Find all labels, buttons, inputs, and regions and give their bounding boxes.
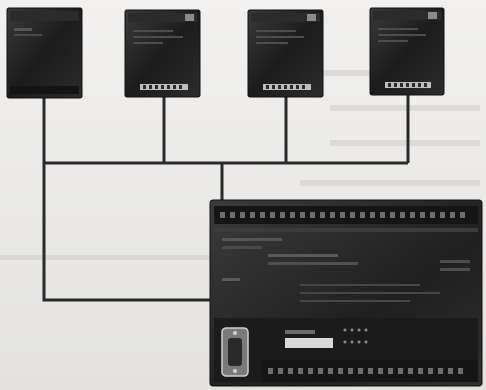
expansion-module-1 xyxy=(7,8,82,98)
expansion-module-3 xyxy=(248,10,323,97)
serial-port-icon xyxy=(222,328,248,376)
expansion-module-4 xyxy=(370,8,444,95)
plc-main-unit xyxy=(210,200,482,386)
plc-label-plate xyxy=(285,338,333,348)
expansion-module-2 xyxy=(125,10,200,97)
